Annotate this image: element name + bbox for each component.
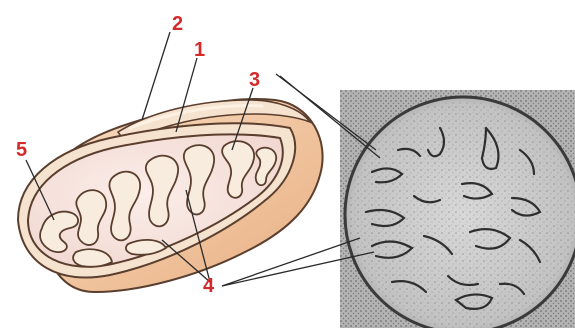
micrograph-panel [340, 90, 575, 328]
callout-label-2: 2 [172, 13, 183, 35]
callout-label-5: 5 [16, 139, 27, 161]
callout-label-1: 1 [194, 39, 205, 61]
leader-line-2 [142, 32, 170, 120]
callout-label-4: 4 [203, 275, 215, 297]
mitochondrion-cutaway-illustration [18, 99, 323, 292]
micrograph-inner-texture [349, 101, 575, 328]
callout-label-3: 3 [249, 69, 260, 91]
